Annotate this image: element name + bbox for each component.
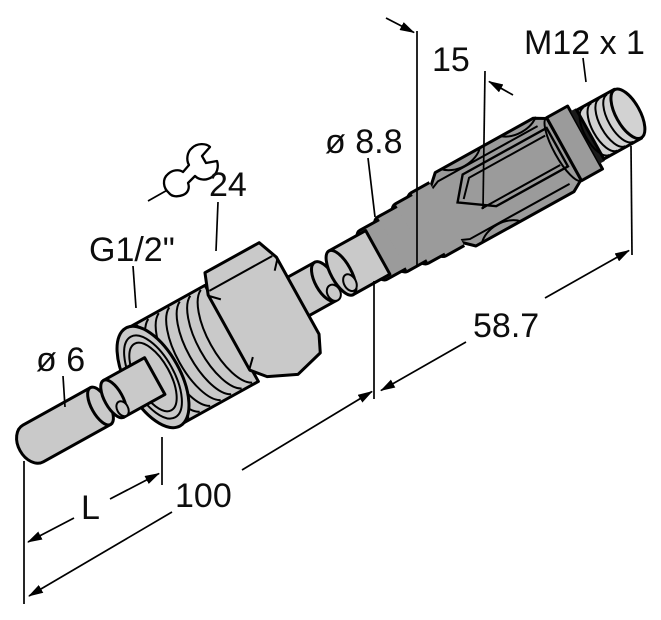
dim-15: 15 xyxy=(385,17,514,267)
label-probe-diameter: ø 6 xyxy=(36,341,85,408)
dim-15-label: 15 xyxy=(432,41,470,79)
dim-58-7: 58.7 xyxy=(380,145,633,392)
sensor-assembly xyxy=(15,87,647,465)
label-wrench-size: 24 xyxy=(147,142,247,252)
wrench-icon xyxy=(162,142,219,198)
hex-nut xyxy=(203,241,322,379)
m12-end-face xyxy=(609,87,647,140)
dim-L-label: L xyxy=(81,489,100,527)
label-m12: M12 x 1 xyxy=(524,24,645,83)
wrench-size-label: 24 xyxy=(209,166,247,204)
dim-100: 100 xyxy=(28,281,375,597)
label-recess xyxy=(456,126,570,210)
dim-100-label: 100 xyxy=(175,477,232,515)
dim-58-7-label: 58.7 xyxy=(473,307,539,345)
dim-L: L xyxy=(23,437,163,604)
probe-tip xyxy=(15,385,115,465)
process-thread-label: G1/2" xyxy=(89,231,175,269)
sensor-sleeve xyxy=(324,229,392,297)
m12-label: M12 x 1 xyxy=(524,24,645,62)
probe-diameter-label: ø 6 xyxy=(36,341,85,379)
probe-stub xyxy=(99,356,167,420)
sensor-body xyxy=(427,116,583,248)
m12-connector xyxy=(575,87,647,161)
sleeve-diameter-label: ø 8.8 xyxy=(325,123,402,161)
label-process-thread: G1/2" xyxy=(89,231,175,309)
label-sleeve-diameter: ø 8.8 xyxy=(325,123,402,218)
